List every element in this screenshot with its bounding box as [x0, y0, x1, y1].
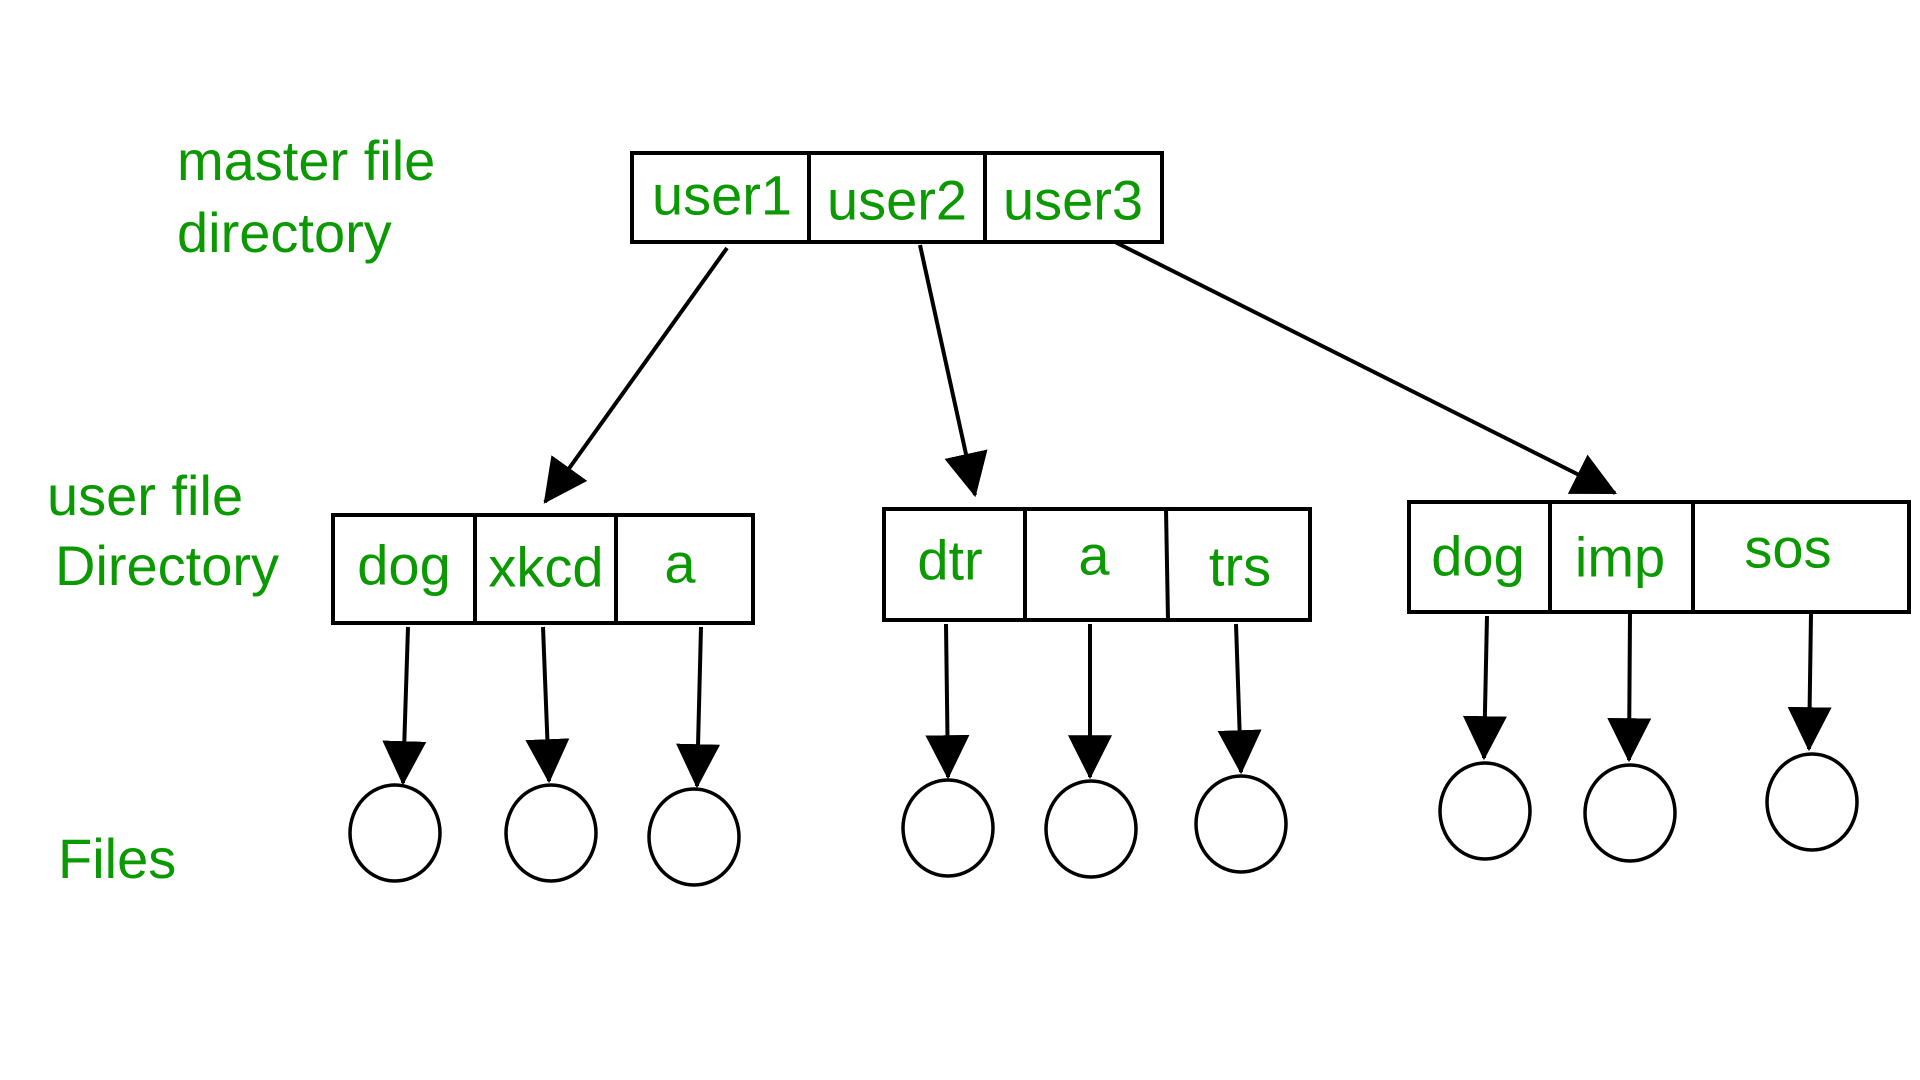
user-directory-label-line1: user file [47, 464, 243, 527]
file-user3-imp [1583, 763, 1677, 863]
user3-entry-dog: dog [1431, 525, 1524, 588]
file-pointer-arrows [382, 613, 1832, 789]
user2-directory-table: dtr a trs [882, 507, 1312, 622]
files-row [348, 752, 1859, 887]
master-entry-user3: user3 [1003, 169, 1143, 232]
user3-entry-sos: sos [1744, 517, 1831, 580]
file-user2-a [1044, 779, 1138, 879]
user3-entry-imp: imp [1575, 526, 1665, 589]
user1-entry-dog: dog [357, 534, 450, 597]
file-user1-dog [348, 783, 442, 883]
arrow-user2-trs-file [1217, 623, 1262, 775]
user-directory-label-line2: Directory [55, 534, 279, 597]
file-user1-a [647, 787, 741, 887]
user1-directory-table: dog xkcd a [331, 513, 755, 625]
arrow-user1-a-file [676, 626, 721, 789]
user2-entry-dtr: dtr [917, 529, 982, 592]
master-entry-user1: user1 [652, 164, 792, 227]
arrow-user3-imp-file [1607, 613, 1652, 763]
user3-directory-table: dog imp sos [1407, 500, 1911, 614]
file-user3-dog [1438, 761, 1532, 861]
file-user1-xkcd [504, 783, 598, 883]
arrow-user3-dog-file [1462, 615, 1507, 761]
user2-entry-trs: trs [1209, 535, 1271, 598]
file-user2-dtr [901, 778, 995, 878]
arrow-user1-dog-file [382, 626, 427, 786]
master-directory-table: user1 user2 user3 [630, 151, 1164, 244]
file-user3-sos [1765, 752, 1859, 852]
arrow-user2-dtr-file [925, 623, 970, 780]
file-user2-trs [1194, 774, 1288, 874]
files-label: Files [58, 827, 176, 890]
arrow-user1-to-directory [543, 246, 729, 504]
arrow-user2-to-directory [918, 244, 988, 498]
master-entry-user2: user2 [827, 169, 967, 232]
arrow-user3-sos-file [1787, 613, 1832, 752]
master-directory-label-line2: directory [177, 201, 392, 264]
arrow-user1-xkcd-file [525, 626, 570, 784]
user1-entry-a: a [664, 532, 696, 595]
arrow-user3-to-directory [1114, 240, 1617, 495]
master-directory-label-line1: master file [177, 129, 435, 192]
user1-entry-xkcd: xkcd [488, 536, 603, 599]
user2-entry-a: a [1078, 524, 1110, 587]
